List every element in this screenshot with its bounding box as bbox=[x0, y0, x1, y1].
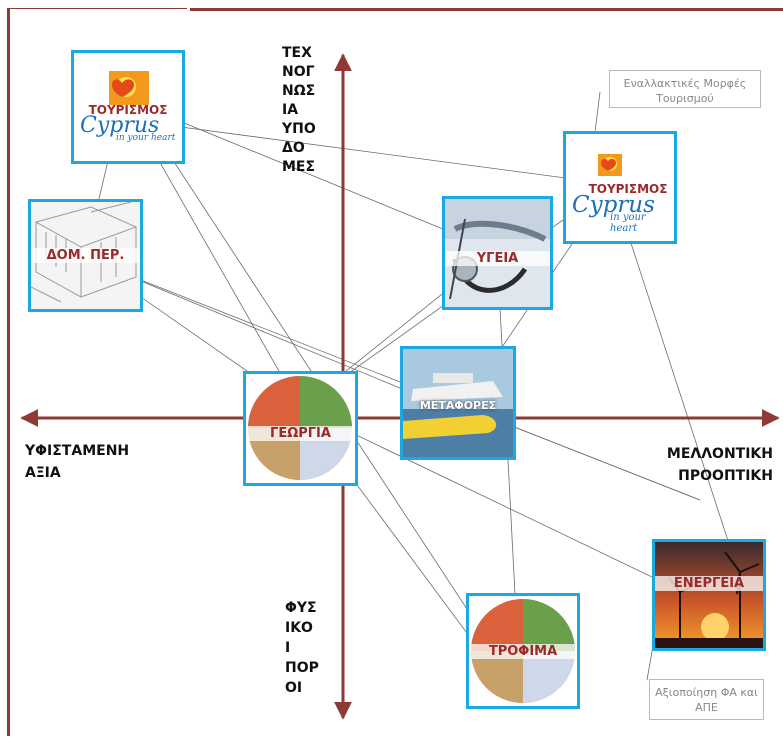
tile-agriculture[interactable]: ΓΕΩΡΓΙΑ bbox=[243, 371, 358, 486]
frame-top-border bbox=[190, 8, 783, 11]
horizontal-axis-left-label: ΥΦΙΣΤΑΜΕΝΗ ΑΞΙΑ bbox=[25, 440, 129, 484]
tile-health[interactable]: ΥΓΕΙΑ bbox=[442, 196, 553, 310]
sun-logo-icon bbox=[598, 154, 622, 176]
axis-top-line-2: ΝΟΓ bbox=[282, 64, 315, 80]
axis-right-line-2: ΠΡΟΟΠΤΙΚΗ bbox=[678, 468, 773, 484]
tile-energy-label: ΕΝΕΡΓΕΙΑ bbox=[655, 576, 763, 591]
axis-top-line-5: ΥΠΟ bbox=[282, 121, 316, 137]
cyprus-logo-tagline: in your heart bbox=[116, 133, 176, 143]
tile-tourism-left-label: ΤΟΥΡΙΣΜΟΣ bbox=[88, 103, 168, 117]
tile-tourism-right[interactable]: ΤΟΥΡΙΣΜΟΣ Cyprus in your heart bbox=[563, 131, 677, 244]
tile-agriculture-label: ΓΕΩΡΓΙΑ bbox=[246, 426, 355, 441]
sun-logo-icon bbox=[109, 71, 149, 105]
axis-top-line-1: ΤΕΧ bbox=[282, 45, 312, 61]
tile-food-label: ΤΡΟΦΙΜΑ bbox=[469, 644, 577, 659]
ship-image bbox=[403, 349, 513, 457]
axis-top-line-7: ΜΕΣ bbox=[282, 159, 316, 175]
tile-transport[interactable]: ΜΕΤΑΦΟΡΕΣ bbox=[400, 346, 516, 460]
axis-bottom-line-1: ΦΥΣ bbox=[285, 600, 317, 616]
axis-right-line-1: ΜΕΛΛΟΝΤΙΚΗ bbox=[666, 446, 773, 462]
tile-construction-label: ΔΟΜ. ΠΕΡ. bbox=[31, 248, 140, 263]
axis-bottom-line-4: ΠΟΡ bbox=[285, 660, 319, 676]
axis-top-line-3: ΝΩΣ bbox=[282, 83, 316, 99]
axis-bottom-line-5: ΟΙ bbox=[285, 680, 303, 696]
vertical-axis-bottom-label: ΦΥΣ ΙΚΟ Ι ΠΟΡ ΟΙ bbox=[285, 598, 319, 698]
note-energy: Αξιοποίηση ΦΑ και ΑΠΕ bbox=[649, 679, 764, 720]
frame-top-border-short bbox=[7, 8, 187, 9]
axis-left-line-1: ΥΦΙΣΤΑΜΕΝΗ bbox=[25, 443, 130, 459]
tile-energy[interactable]: ΕΝΕΡΓΕΙΑ bbox=[652, 539, 766, 651]
axis-bottom-line-3: Ι bbox=[285, 640, 291, 656]
cyprus-logo-text: Cyprus bbox=[80, 113, 160, 138]
tile-tourism-right-label: ΤΟΥΡΙΣΜΟΣ bbox=[588, 182, 668, 196]
cyprus-logo-tagline: in your heart bbox=[610, 212, 646, 234]
vertical-axis-top-label: ΤΕΧ ΝΟΓ ΝΩΣ ΙΑ ΥΠΟ ΔΟ ΜΕΣ bbox=[282, 44, 316, 177]
note-alt-tourism: Εναλλακτικές Μορφές Τουρισμού bbox=[609, 70, 761, 108]
axis-top-line-6: ΔΟ bbox=[282, 140, 305, 156]
axis-bottom-line-2: ΙΚΟ bbox=[285, 620, 313, 636]
axis-top-line-4: ΙΑ bbox=[282, 102, 299, 118]
tile-food[interactable]: ΤΡΟΦΙΜΑ bbox=[466, 593, 580, 709]
tile-tourism-left[interactable]: ΤΟΥΡΙΣΜΟΣ Cyprus in your heart bbox=[71, 50, 185, 164]
tile-transport-label: ΜΕΤΑΦΟΡΕΣ bbox=[419, 399, 497, 412]
frame-left-border bbox=[7, 8, 10, 736]
wind-turbines-image bbox=[655, 542, 763, 648]
tile-construction[interactable]: ΔΟΜ. ΠΕΡ. bbox=[28, 199, 143, 312]
tile-health-label: ΥΓΕΙΑ bbox=[445, 251, 550, 266]
axis-left-line-2: ΑΞΙΑ bbox=[25, 465, 61, 481]
cyprus-logo-text: Cyprus bbox=[572, 192, 655, 218]
horizontal-axis-right-label: ΜΕΛΛΟΝΤΙΚΗ ΠΡΟΟΠΤΙΚΗ bbox=[667, 443, 773, 487]
